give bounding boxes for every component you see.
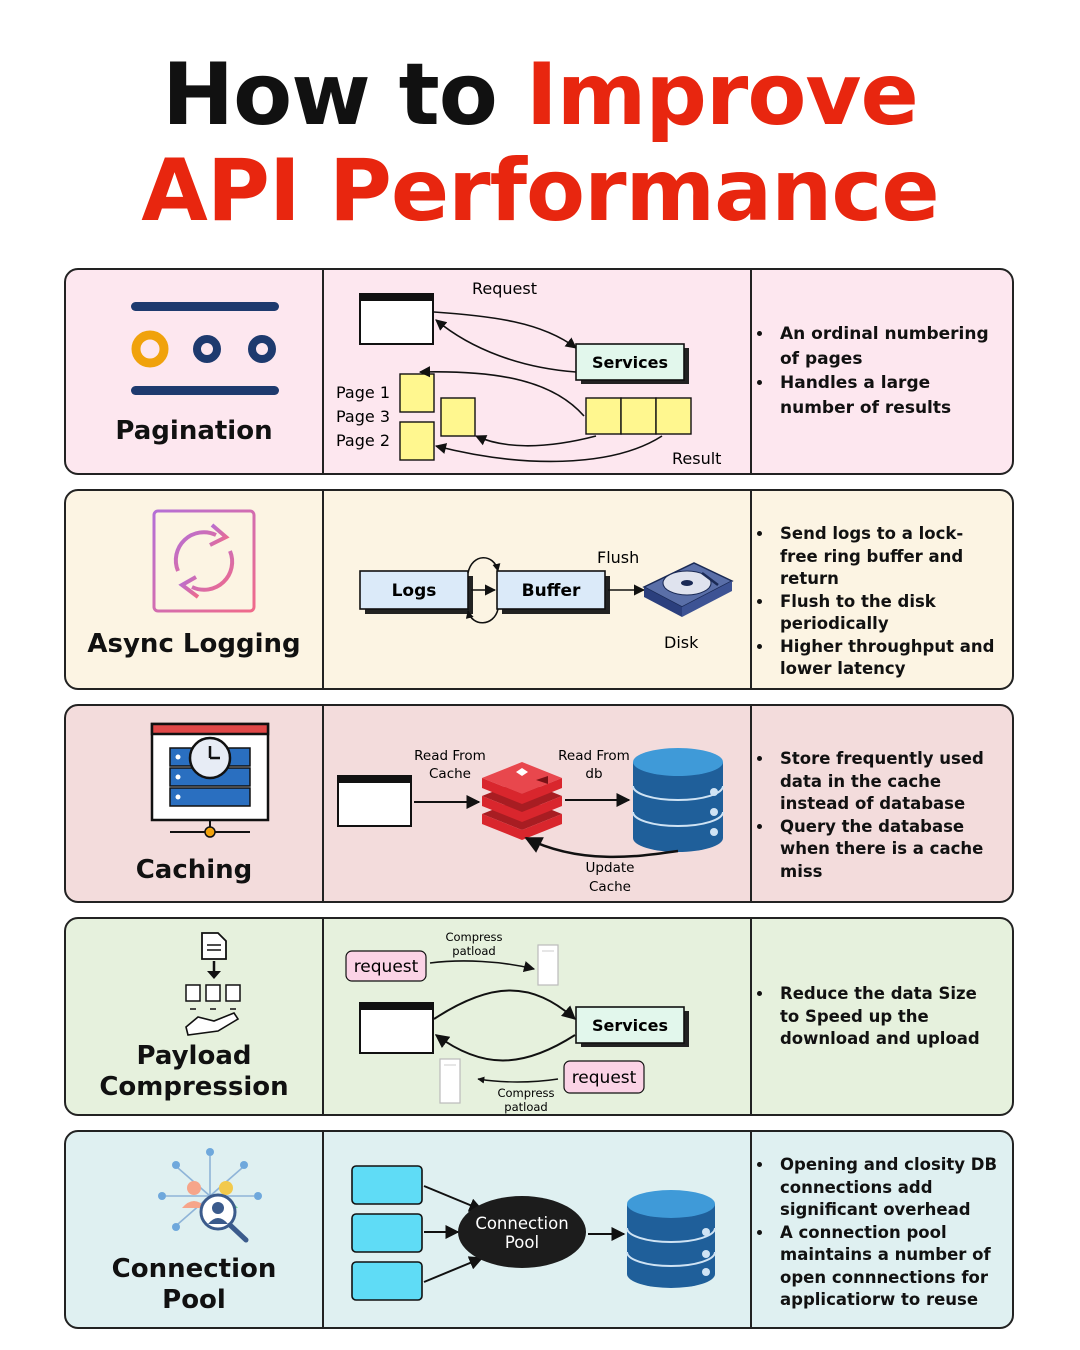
services-box: Services — [575, 343, 689, 384]
disk-label: Disk — [664, 633, 699, 652]
async-logging-notes: Send logs to a lock-free ring buffer and… — [750, 491, 1012, 688]
page-note-2 — [399, 421, 435, 461]
connection-box-3 — [351, 1261, 423, 1301]
caching-diagram: Read From Cache Read From db — [322, 706, 752, 901]
pagination-diagram: Request Services Page 1 Page 3 Page 2 Re… — [322, 270, 752, 473]
database-icon — [632, 748, 724, 852]
pagination-icon-cell: Pagination — [66, 270, 324, 473]
refresh-cycle-icon — [152, 509, 256, 613]
pagination-dots-icon — [131, 302, 279, 395]
update-cache-label-1: Update — [586, 860, 635, 876]
browser-window-icon — [359, 1002, 434, 1054]
title-line-1: How to Improve — [0, 52, 1080, 138]
page2-label: Page 2 — [336, 431, 390, 450]
caching-bullet-2: Query the database when there is a cache… — [774, 816, 998, 884]
browser-window-icon — [359, 293, 434, 345]
row-async-logging: Async Logging Logs Buffer Flush — [64, 489, 1014, 690]
services-label: Services — [592, 1016, 668, 1035]
connection-pool-icon-cell: Connection Pool — [66, 1132, 324, 1327]
row-caching: Caching Read From Cache Read From db — [64, 704, 1014, 903]
services-label: Services — [592, 353, 668, 372]
request-bottom-label: request — [572, 1068, 637, 1088]
row-pagination: Pagination Request Services Page 1 Page … — [64, 268, 1014, 475]
pagination-bullet-2: Handles a large number of results — [774, 371, 998, 420]
result-cell-3 — [655, 397, 692, 435]
async-logging-icon-cell: Async Logging — [66, 491, 324, 688]
file-icon — [537, 944, 559, 986]
connection-pool-notes: Opening and closity DB connections add s… — [750, 1132, 1012, 1327]
connection-pool-label-line-2: Pool — [162, 1285, 226, 1315]
pool-bullet-1: Opening and closity DB connections add s… — [774, 1154, 998, 1222]
payload-label: Payload Compression — [66, 1041, 322, 1103]
compress-top-label-1: Compress — [445, 930, 502, 944]
async-logging-diagram: Logs Buffer Flush Disk — [322, 491, 752, 688]
request-tag-bottom: request — [563, 1060, 645, 1094]
people-network-icon — [158, 1148, 262, 1243]
logs-box: Logs — [359, 570, 473, 614]
compress-bottom-label-1: Compress — [497, 1086, 554, 1100]
title-part-2: Improve — [525, 45, 919, 145]
async-logging-label: Async Logging — [87, 629, 301, 659]
pagination-notes: An ordinal numbering of pages Handles a … — [750, 270, 1012, 473]
payload-label-line-1: Payload — [136, 1041, 252, 1071]
compress-top-label-2: patload — [452, 944, 495, 958]
payload-icon-cell: Payload Compression — [66, 919, 324, 1114]
update-cache-label-2: Cache — [589, 879, 631, 895]
async-bullet-2: Flush to the disk periodically — [774, 591, 998, 636]
browser-window-icon — [337, 775, 412, 827]
payload-diagram: request Compress patload Services — [322, 919, 752, 1114]
pagination-label: Pagination — [115, 416, 273, 446]
connection-box-2 — [351, 1213, 423, 1253]
buffer-box: Buffer — [496, 570, 610, 614]
buffer-label: Buffer — [522, 581, 581, 601]
redis-cache-icon — [482, 762, 562, 840]
database-icon — [626, 1190, 716, 1288]
connection-pool-label: Connection Pool — [66, 1254, 322, 1316]
read-db-label-1: Read From — [558, 748, 630, 764]
request-top-label: request — [354, 957, 419, 977]
hard-disk-icon — [642, 562, 734, 617]
pool-bullet-2: A connection pool maintains a number of … — [774, 1222, 998, 1312]
connection-pool-diagram: Connection Pool — [322, 1132, 752, 1327]
page1-label: Page 1 — [336, 383, 390, 402]
pool-label-1: Connection — [475, 1214, 568, 1233]
page-note-1 — [399, 373, 435, 413]
logs-label: Logs — [392, 581, 437, 601]
file-icon — [439, 1058, 461, 1104]
result-cell-2 — [620, 397, 657, 435]
payload-bullet-1: Reduce the data Size to Speed up the dow… — [774, 983, 998, 1051]
pagination-bullet-1: An ordinal numbering of pages — [774, 322, 998, 371]
connection-box-1 — [351, 1165, 423, 1205]
title-line-2: API Performance — [141, 141, 939, 241]
connection-pool-node: Connection Pool — [458, 1196, 586, 1268]
request-label: Request — [472, 279, 537, 298]
row-connection-pool: Connection Pool Connection Pool — [64, 1130, 1014, 1329]
page-note-3 — [440, 397, 476, 437]
result-cell-1 — [585, 397, 622, 435]
read-db-label-2: db — [585, 766, 602, 782]
server-clock-icon — [150, 722, 270, 838]
async-bullet-3: Higher throughput and lower latency — [774, 636, 998, 681]
connection-pool-label-line-1: Connection — [111, 1254, 277, 1284]
read-cache-label-1: Read From — [414, 748, 486, 764]
title-part-1: How to — [162, 45, 526, 145]
async-bullet-1: Send logs to a lock-free ring buffer and… — [774, 523, 998, 591]
payload-notes: Reduce the data Size to Speed up the dow… — [750, 919, 1012, 1114]
caching-icon-cell: Caching — [66, 706, 324, 901]
result-label: Result — [672, 449, 721, 468]
read-cache-label-2: Cache — [429, 766, 471, 782]
services-box: Services — [575, 1006, 689, 1047]
request-tag-top: request — [345, 950, 427, 982]
document-compress-icon — [185, 932, 241, 1036]
compress-bottom-label-2: patload — [504, 1100, 547, 1114]
caching-notes: Store frequently used data in the cache … — [750, 706, 1012, 901]
row-payload-compression: Payload Compression request Compress pat… — [64, 917, 1014, 1116]
pool-label-2: Pool — [505, 1233, 539, 1252]
caching-bullet-1: Store frequently used data in the cache … — [774, 748, 998, 816]
flush-label: Flush — [597, 548, 639, 567]
payload-label-line-2: Compression — [99, 1072, 289, 1102]
caching-label: Caching — [135, 855, 253, 885]
page3-label: Page 3 — [336, 407, 390, 426]
